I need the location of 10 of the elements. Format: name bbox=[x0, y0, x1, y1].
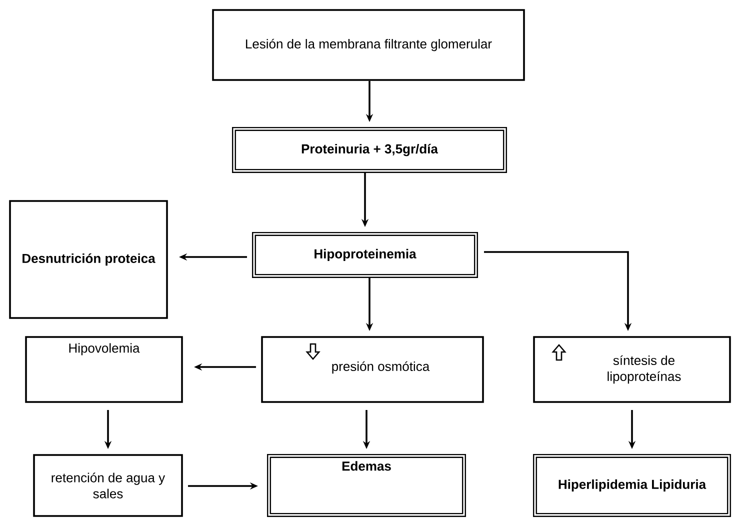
process-box: Hipoproteinemia bbox=[252, 232, 478, 278]
process-box: Hiperlipidemia Lipiduria bbox=[533, 454, 731, 517]
process-box: retención de agua y sales bbox=[33, 454, 183, 517]
process-box: Edemas bbox=[267, 454, 466, 517]
process-box: Lesión de la membrana filtrante glomerular bbox=[212, 9, 525, 81]
process-box: Desnutrición proteica bbox=[9, 200, 168, 319]
process-box: Hipovolemia bbox=[25, 336, 183, 403]
process-box: Proteinuria + 3,5gr/día bbox=[232, 126, 507, 173]
process-box: síntesis de lipoproteínas bbox=[533, 336, 731, 403]
process-box: presión osmótica bbox=[261, 336, 484, 403]
